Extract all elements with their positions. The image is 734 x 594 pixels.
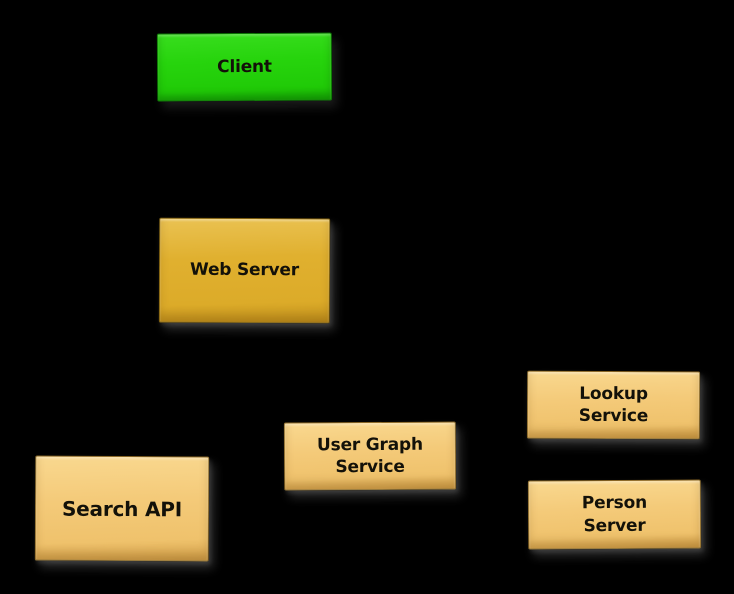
node-lookup-service-label: Lookup Service [578, 383, 649, 427]
node-client-label: Client [217, 56, 272, 78]
node-search-api: Search API [34, 455, 210, 562]
node-person-server: Person Server [527, 479, 702, 550]
node-lookup-service: Lookup Service [526, 370, 701, 440]
node-web-server: Web Server [158, 217, 331, 324]
node-search-api-label: Search API [61, 496, 183, 521]
node-person-server-label: Person Server [581, 493, 648, 536]
node-client: Client [156, 32, 333, 102]
node-web-server-label: Web Server [189, 260, 299, 281]
node-user-graph-service-label: User Graph Service [316, 434, 423, 478]
node-user-graph-service: User Graph Service [283, 421, 457, 491]
